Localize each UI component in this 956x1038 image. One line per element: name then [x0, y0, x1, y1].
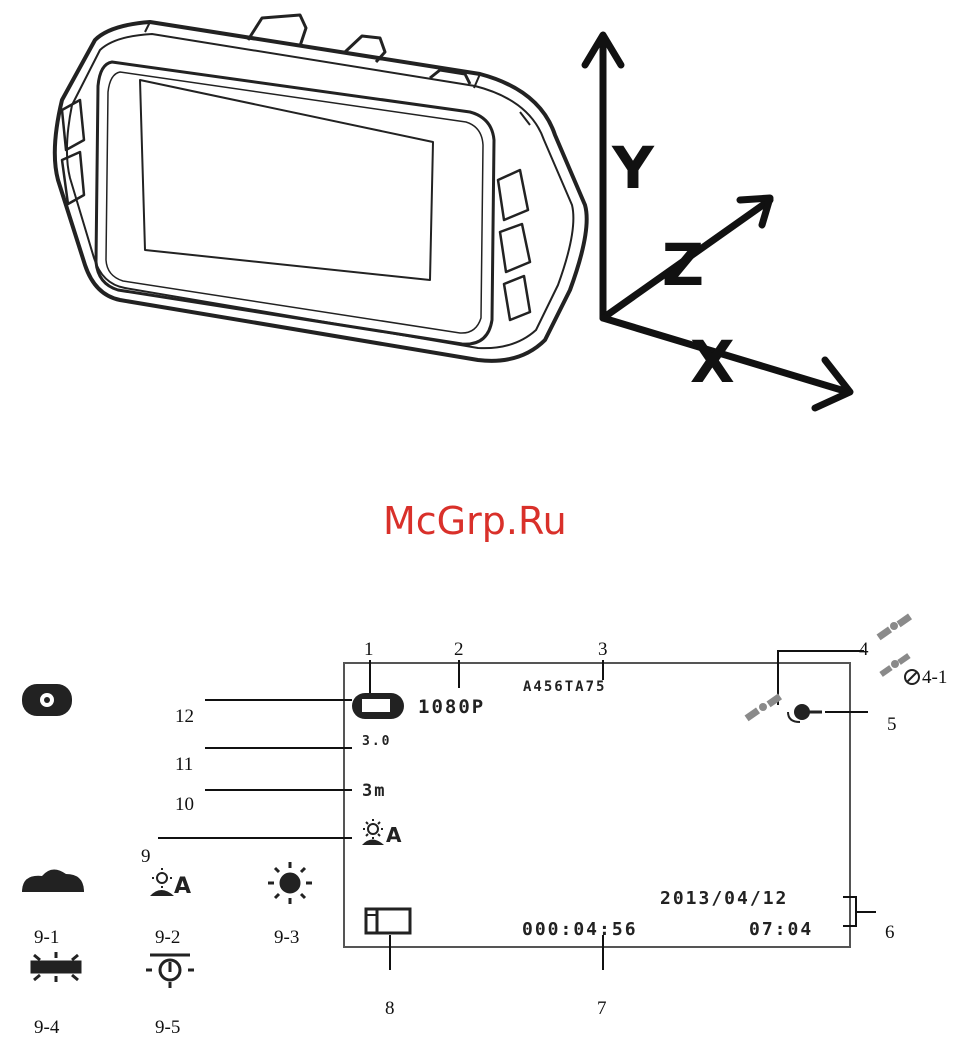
label-9-5: 9-5: [155, 1017, 180, 1038]
callout-4: 4: [859, 639, 869, 660]
dashcam-illustration: [55, 15, 587, 361]
callout-6: 6: [885, 922, 895, 943]
sd-card-icon: [366, 909, 410, 933]
gps-no-signal-icon: [879, 653, 919, 684]
svg-text:A: A: [386, 823, 402, 847]
callout-7: 7: [597, 998, 607, 1019]
callout-10: 10: [175, 794, 194, 815]
label-9-2: 9-2: [155, 927, 180, 948]
callout-9: 9: [141, 846, 151, 867]
z-axis-label: Z: [662, 231, 704, 299]
resolution-text: 1080P: [418, 696, 485, 718]
distance-text: 3m: [362, 781, 386, 801]
video-mode-icon: [352, 693, 404, 719]
callout-3: 3: [598, 639, 608, 660]
ev-value-text: 3.0: [362, 734, 391, 749]
callout-1: 1: [364, 639, 374, 660]
x-axis-label: X: [690, 328, 735, 396]
auto-white-balance-option-icon: A: [150, 868, 191, 899]
gps-satellite-icon: [877, 614, 912, 641]
callout-5: 5: [887, 714, 897, 735]
sunny-icon: [268, 862, 312, 904]
auto-white-balance-icon: A: [362, 819, 402, 847]
label-9-1: 9-1: [34, 927, 59, 948]
cloudy-icon: [22, 869, 84, 892]
callout-8: 8: [385, 998, 395, 1019]
svg-text:A: A: [174, 874, 191, 899]
callout-2: 2: [454, 639, 464, 660]
microphone-icon: [788, 704, 822, 722]
file-name-text: A456TA75: [523, 679, 606, 695]
time-text: 07:04: [749, 919, 813, 940]
callout-11: 11: [175, 754, 193, 775]
callout-4-1: 4-1: [922, 667, 947, 688]
watermark: McGrp.Ru: [383, 499, 567, 543]
tungsten-icon: [146, 955, 194, 988]
date-text: 2013/04/12: [660, 888, 788, 909]
label-9-4: 9-4: [34, 1017, 60, 1038]
label-9-3: 9-3: [274, 927, 299, 948]
fluorescent-icon: [32, 952, 80, 982]
camera-mode-icon: [22, 684, 72, 716]
record-time-text: 000:04:56: [522, 919, 638, 940]
y-axis-label: Y: [611, 134, 655, 202]
callout-12: 12: [175, 706, 194, 727]
satellite-icon: [745, 694, 782, 722]
